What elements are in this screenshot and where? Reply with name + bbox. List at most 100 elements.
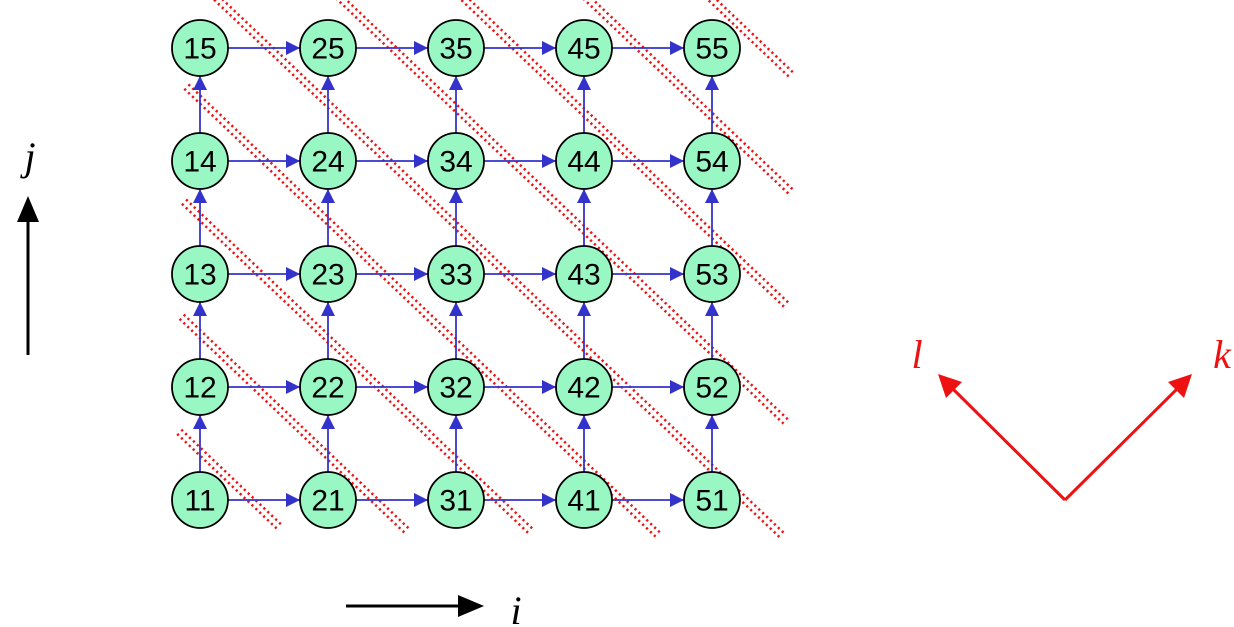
- edge-arrowhead: [705, 189, 719, 203]
- edge-arrowhead: [414, 493, 428, 507]
- lattice-node: 31: [427, 471, 485, 529]
- lattice-node: 44: [555, 132, 613, 190]
- node-label: 43: [567, 259, 600, 292]
- node-circle: [683, 132, 741, 190]
- node-label: 22: [311, 372, 344, 405]
- node-label: 21: [311, 485, 344, 518]
- lattice-node: 13: [171, 245, 229, 303]
- edge-arrowhead: [449, 415, 463, 429]
- node-circle: [555, 245, 613, 303]
- i-axis: i: [346, 588, 522, 627]
- node-label: 54: [695, 146, 728, 179]
- l-axis-arrowhead: [938, 374, 962, 398]
- edge-arrowhead: [542, 154, 556, 168]
- wavefront-line: [468, 0, 791, 306]
- lattice-node: 33: [427, 245, 485, 303]
- node-label: 42: [567, 372, 600, 405]
- dependency-edges: [193, 41, 719, 507]
- wavefront-line: [180, 428, 284, 527]
- edge-arrowhead: [414, 154, 428, 168]
- node-circle: [171, 358, 229, 416]
- wavefront-line: [344, 0, 789, 421]
- edge-arrowhead: [193, 302, 207, 316]
- node-circle: [555, 19, 613, 77]
- wavefront-line: [221, 0, 787, 536]
- edge-arrowhead: [286, 493, 300, 507]
- edge-arrowhead: [193, 415, 207, 429]
- node-circle: [427, 245, 485, 303]
- node-circle: [171, 245, 229, 303]
- edge-arrowhead: [321, 415, 335, 429]
- lattice-node: 25: [299, 19, 357, 77]
- edge-arrowhead: [449, 302, 463, 316]
- wavefront-line: [183, 87, 657, 538]
- node-circle: [555, 132, 613, 190]
- edge-arrowhead: [577, 76, 591, 90]
- edge-arrowhead: [577, 189, 591, 203]
- edge-arrowhead: [670, 493, 684, 507]
- edge-arrowhead: [321, 302, 335, 316]
- edge-arrowhead: [670, 154, 684, 168]
- l-axis-line: [950, 386, 1067, 502]
- edge-arrowhead: [542, 493, 556, 507]
- edge-arrowhead: [670, 41, 684, 55]
- node-circle: [299, 358, 357, 416]
- node-circle: [427, 471, 485, 529]
- edge-arrowhead: [542, 41, 556, 55]
- lattice-node: 53: [683, 245, 741, 303]
- k-axis-arrowhead: [1168, 374, 1192, 398]
- wavefront-line: [187, 83, 661, 534]
- edge-arrowhead: [286, 154, 300, 168]
- j-axis: j: [17, 134, 39, 355]
- node-label: 15: [183, 33, 216, 66]
- lattice-node: 34: [427, 132, 485, 190]
- node-label: 41: [567, 485, 600, 518]
- edge-arrowhead: [321, 76, 335, 90]
- node-label: 12: [183, 372, 216, 405]
- node-circle: [171, 471, 229, 529]
- lattice-node: 51: [683, 471, 741, 529]
- edge-arrowhead: [449, 189, 463, 203]
- node-circle: [427, 19, 485, 77]
- lattice-node: 23: [299, 245, 357, 303]
- lattice-node: 42: [555, 358, 613, 416]
- node-circle: [555, 471, 613, 529]
- lattice-node: 55: [683, 19, 741, 77]
- edge-arrowhead: [705, 76, 719, 90]
- lattice-node: 54: [683, 132, 741, 190]
- edge-arrowhead: [286, 267, 300, 281]
- lattice-node: 41: [555, 471, 613, 529]
- node-label: 44: [567, 146, 600, 179]
- node-circle: [171, 132, 229, 190]
- node-label: 53: [695, 259, 728, 292]
- node-label: 34: [439, 146, 472, 179]
- node-label: 45: [567, 33, 600, 66]
- node-label: 11: [184, 485, 215, 518]
- node-circle: [299, 19, 357, 77]
- node-label: 55: [695, 33, 728, 66]
- node-circle: [683, 245, 741, 303]
- node-label: 52: [695, 372, 728, 405]
- edge-arrowhead: [193, 76, 207, 90]
- lattice-node: 24: [299, 132, 357, 190]
- wavefront-line: [185, 198, 535, 532]
- lattice-node: 21: [299, 471, 357, 529]
- lattice-node: 43: [555, 245, 613, 303]
- node-circle: [427, 358, 485, 416]
- node-label: 14: [183, 146, 216, 179]
- node-circle: [299, 471, 357, 529]
- lattice-node: 52: [683, 358, 741, 416]
- edge-arrowhead: [577, 415, 591, 429]
- node-label: 33: [439, 259, 472, 292]
- node-circle: [683, 19, 741, 77]
- node-circle: [555, 358, 613, 416]
- l-axis-label: l: [911, 332, 922, 377]
- node-label: 24: [311, 146, 344, 179]
- edge-arrowhead: [193, 189, 207, 203]
- lattice-node: 22: [299, 358, 357, 416]
- edge-arrowhead: [670, 267, 684, 281]
- edge-arrowhead: [705, 302, 719, 316]
- wavefront-line: [212, 0, 783, 540]
- skewed-axes: l k: [911, 332, 1232, 502]
